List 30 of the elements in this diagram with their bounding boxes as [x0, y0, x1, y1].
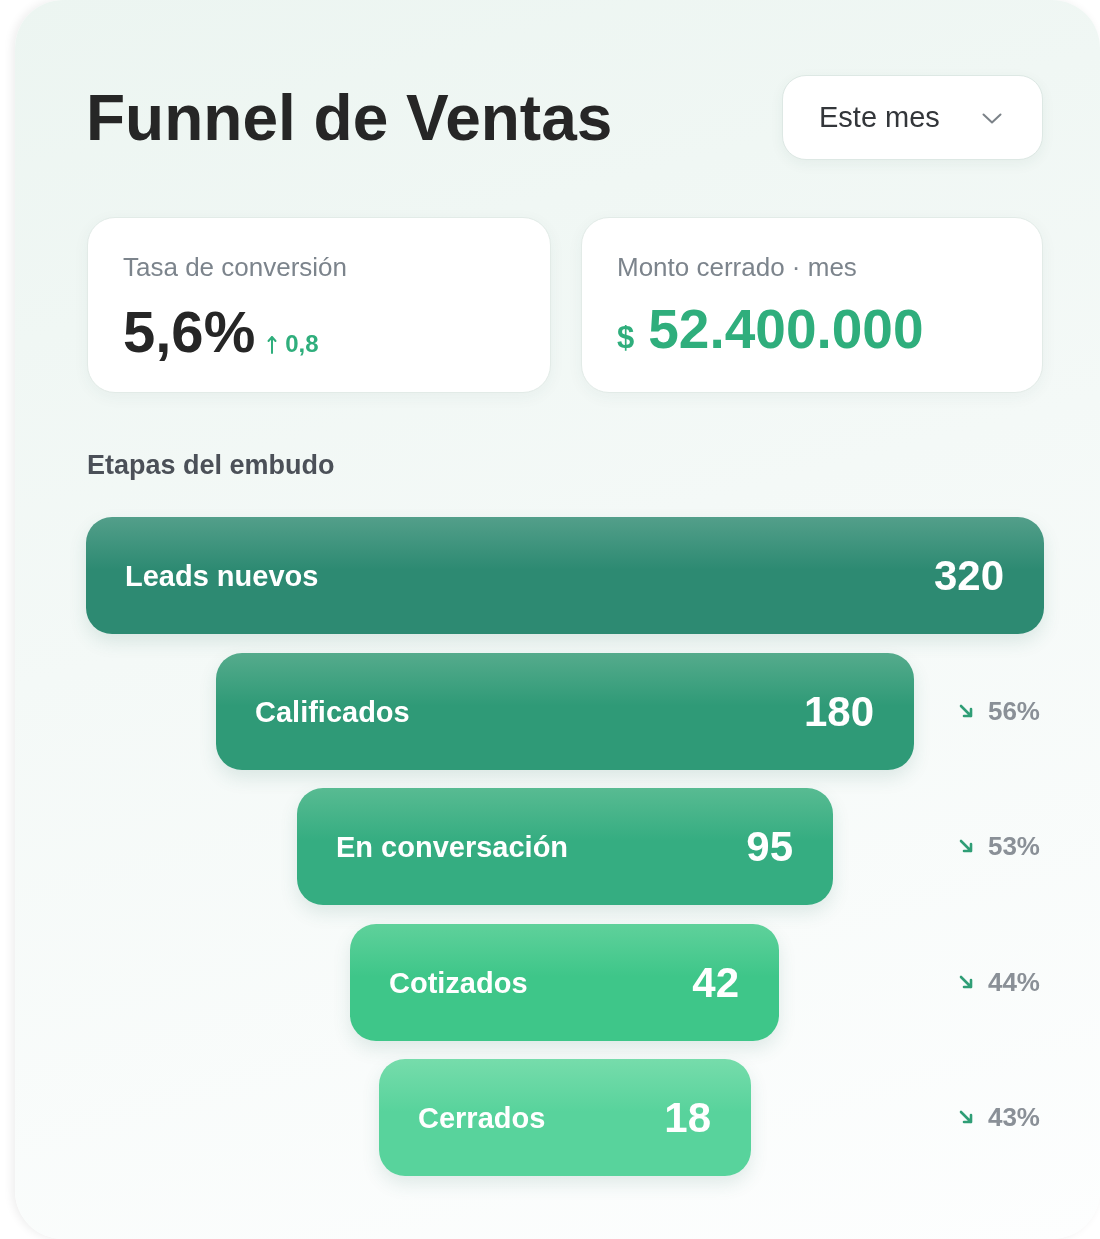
period-dropdown: Este mes [782, 75, 1043, 160]
conversion-rate: 44% [987, 966, 1040, 998]
currency-symbol: $ [617, 320, 635, 356]
stage-name: Leads nuevos [125, 558, 319, 593]
stage-count: 320 [933, 551, 1004, 600]
conversion-rate: 56% [987, 695, 1040, 727]
stage-name: Calificados [255, 694, 410, 729]
stage-name: Cotizados [389, 965, 528, 1000]
kpi-value: 5,6% [123, 298, 256, 366]
kpi-card [87, 217, 551, 393]
stage-count: 42 [692, 958, 739, 1007]
conversion-rate: 43% [987, 1101, 1040, 1133]
funnel-bar [379, 1059, 751, 1176]
kpi-label: Tasa de conversión [123, 251, 348, 283]
conversion-rate: 53% [987, 830, 1040, 862]
stage-name: Cerrados [418, 1100, 546, 1135]
kpi-card [581, 217, 1043, 393]
trend-delta: 0,8 [285, 330, 319, 358]
stage-count: 180 [803, 687, 874, 736]
stage-count: 95 [746, 822, 793, 871]
kpi-value: 52.400.000 [648, 298, 924, 360]
card-title: Funnel de Ventas [86, 81, 613, 156]
funnel-bar [216, 653, 914, 770]
section-heading: Etapas del embudo [87, 449, 335, 482]
kpi-label: Monto cerrado · mes [617, 251, 857, 283]
funnel-bar [350, 924, 779, 1041]
stage-name: En conversación [336, 829, 569, 864]
funnel-bar [297, 788, 833, 905]
stage-count: 18 [664, 1093, 711, 1142]
funnel-bar [86, 517, 1044, 634]
